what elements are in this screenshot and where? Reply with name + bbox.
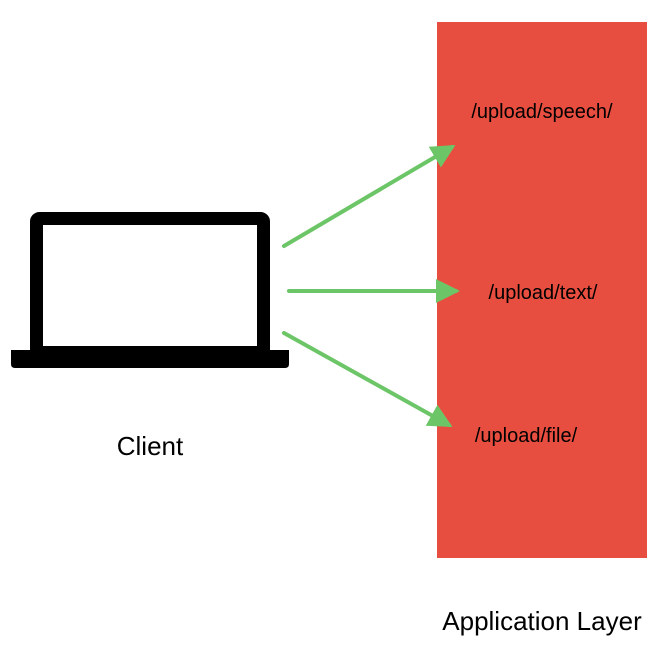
endpoint-speech-label: /upload/speech/ — [471, 101, 613, 123]
laptop-base — [11, 350, 289, 368]
application-layer-label: Application Layer — [442, 606, 642, 636]
arrow-to-speech-endpoint — [282, 144, 456, 248]
laptop-screen — [30, 212, 270, 359]
endpoint-file-label: /upload/file/ — [475, 425, 578, 447]
arrow-to-file-endpoint — [282, 331, 453, 427]
request-arrows — [282, 144, 460, 427]
application-layer-block — [437, 22, 647, 558]
laptop-icon — [11, 212, 289, 368]
client-label: Client — [117, 431, 184, 461]
endpoint-text-label: /upload/text/ — [489, 282, 598, 304]
